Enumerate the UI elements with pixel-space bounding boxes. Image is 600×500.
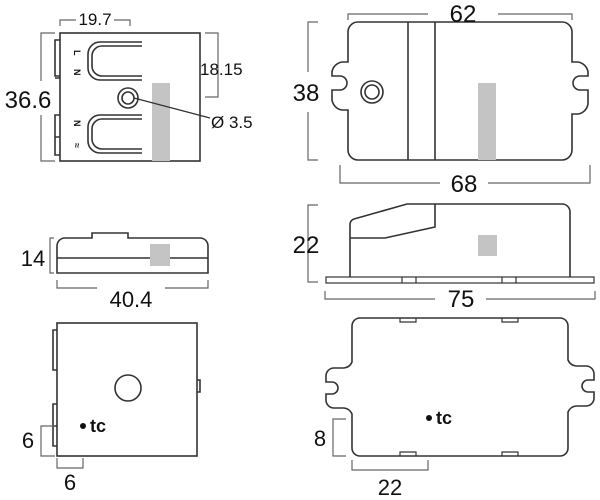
dim-length: 75 [448,286,475,313]
tc-point [426,415,432,421]
dim-length: 40.4 [110,287,153,312]
dim-tc-x: 22 [378,475,402,500]
tc-point [80,423,86,429]
dim-overall-width: 68 [451,171,478,198]
dim-tc-x: 6 [64,470,76,495]
dim-hole: Ø 3.5 [211,113,253,132]
side-view-right: 22 75 [293,203,596,313]
marker-bar [152,83,170,161]
terminal-label-wave: ≈ [72,143,82,148]
dim-height: 14 [21,246,45,271]
tc-label: tc [90,416,106,436]
terminal-lower [87,114,142,154]
tc-label: tc [436,408,452,428]
mounting-hole [121,91,135,105]
dim-height: 36.6 [5,87,52,114]
dim-width: 62 [450,1,477,28]
bottom-view-left: tc 6 6 [22,322,201,495]
dim-height: 22 [293,232,320,259]
side-view-left: 14 40.4 [21,232,209,312]
dim-height: 38 [293,80,320,107]
top-left-view: L N N ≈ 19.7 18.15 36.6 Ø 3.5 [5,10,253,162]
terminal-label-n: N [72,69,82,76]
bottom-view-right: tc 8 22 [314,317,595,500]
top-right-view: 62 68 38 [293,1,591,198]
terminal-label-n2: N [72,120,82,127]
terminal-label-l: L [72,50,82,56]
dim-terminal-spacing: 18.15 [200,60,243,79]
dim-tc-y: 6 [22,428,34,453]
dim-tc-y: 8 [314,426,326,451]
dim-width: 19.7 [78,10,111,29]
terminal-upper [87,41,142,81]
